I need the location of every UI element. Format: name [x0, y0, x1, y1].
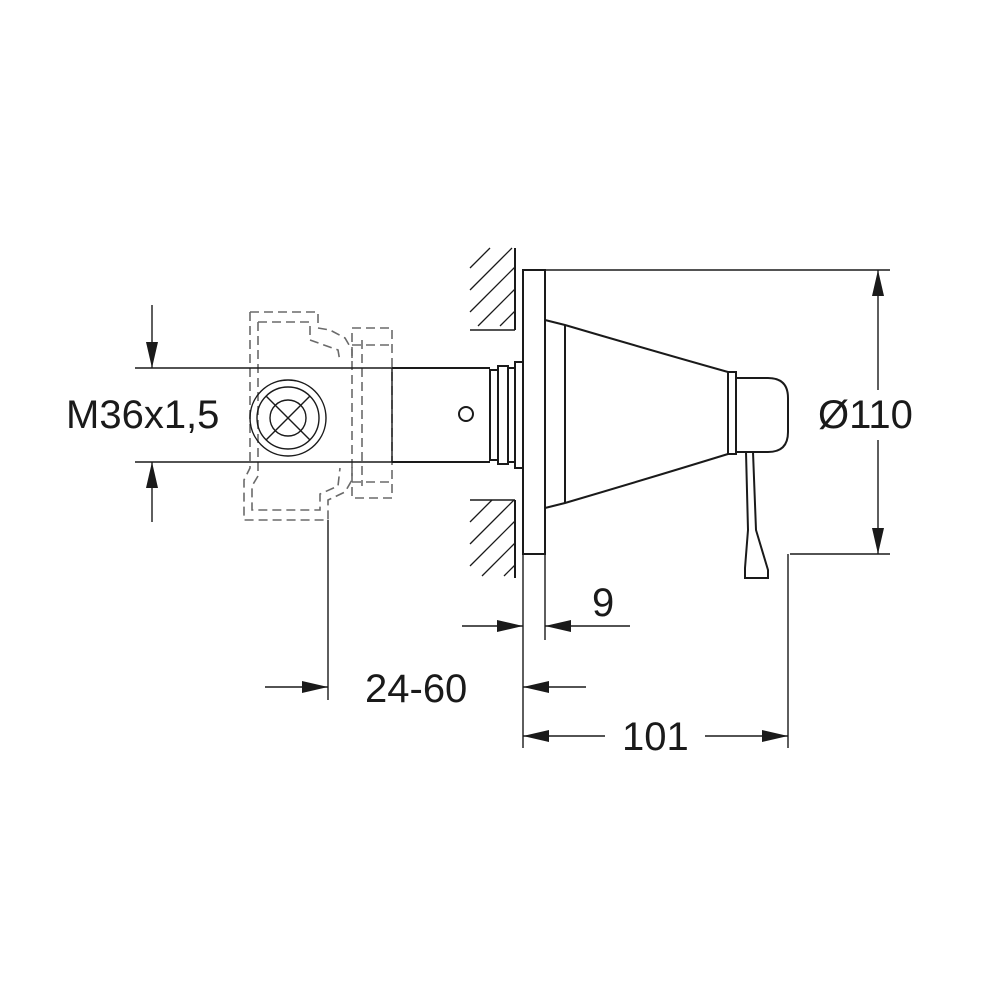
rosette-thickness-dimension: 9	[462, 581, 630, 632]
arrow-left	[523, 681, 549, 693]
pin-hole	[458, 406, 474, 422]
wall-hatch-lower	[469, 499, 516, 577]
handle-body	[544, 319, 789, 509]
arrow-right	[762, 730, 788, 742]
projection-dimension: 101	[523, 715, 788, 759]
wall-section	[469, 247, 516, 578]
wall-depth-dimension: 24-60	[265, 667, 586, 711]
arrow-left	[523, 730, 549, 742]
bore-circle-middle	[256, 386, 320, 450]
arrow-up	[872, 270, 884, 296]
thread-dimension: M36x1,5	[66, 305, 392, 522]
lever	[744, 451, 769, 579]
concealed-valve-body	[243, 311, 393, 521]
arrow-right	[497, 620, 523, 632]
rosette	[522, 269, 546, 555]
diameter-dimension: Ø110	[545, 269, 913, 555]
projection-label: 101	[622, 715, 689, 759]
arrow-left	[545, 620, 571, 632]
wall-depth-label: 24-60	[365, 667, 467, 711]
spindle	[391, 361, 524, 469]
wall-hatch-upper	[469, 247, 516, 327]
bore-circle-outer	[249, 379, 327, 457]
arrow-right	[302, 681, 328, 693]
arrow-down	[872, 528, 884, 554]
diameter-label: Ø110	[818, 393, 913, 437]
bore-circle-inner	[269, 399, 307, 437]
thread-label: M36x1,5	[66, 393, 219, 437]
rosette-thickness-label: 9	[592, 581, 614, 625]
arrow-down	[146, 342, 158, 368]
arrow-up	[146, 462, 158, 488]
